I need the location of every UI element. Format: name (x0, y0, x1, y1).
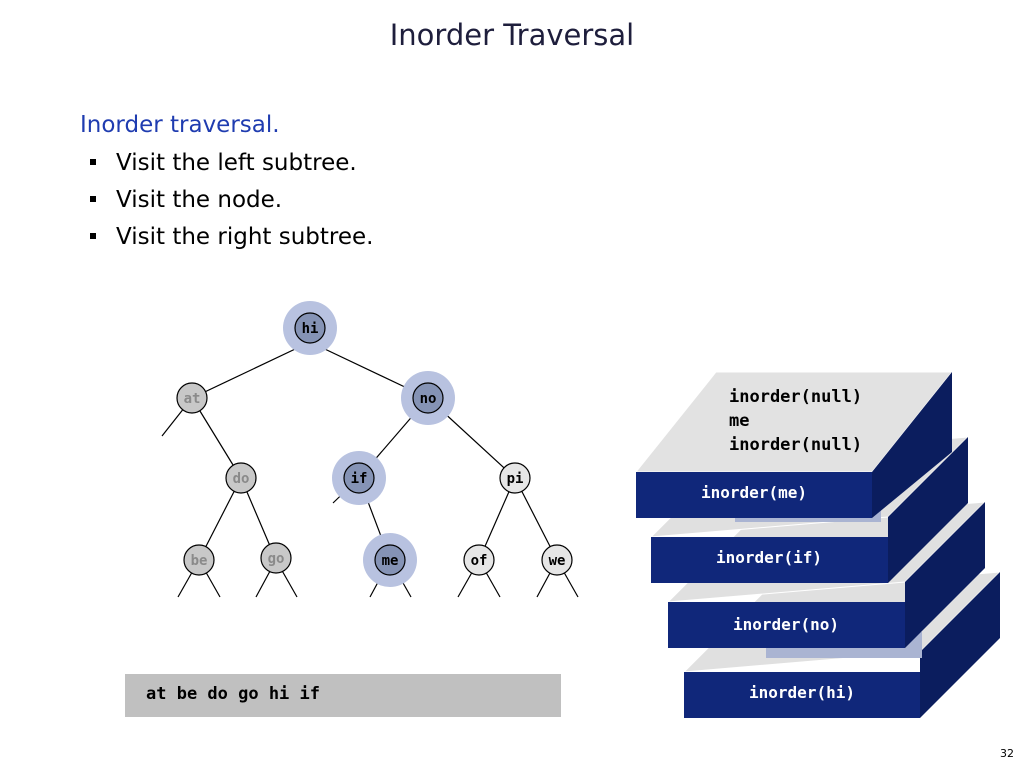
stack-frame-label: inorder(me) (701, 483, 807, 502)
node-circle (541, 544, 573, 576)
page-number: 32 (1000, 747, 1014, 760)
tree-node-at: at (176, 382, 208, 414)
node-label: me (382, 553, 399, 569)
node-label: go (268, 551, 285, 567)
node-circle (343, 462, 375, 494)
tree-nodes: hi at no do if pi be go me of we (176, 301, 573, 587)
node-circle (412, 382, 444, 414)
node-label: pi (507, 471, 524, 487)
output-box: at be do go hi if (125, 674, 561, 717)
node-circle (294, 312, 326, 344)
bullet-text: Visit the right subtree. (116, 224, 374, 250)
node-circle (463, 544, 495, 576)
node-circle (176, 382, 208, 414)
node-label: no (420, 391, 437, 407)
tree-node-we: we (541, 544, 573, 576)
tree-node-go: go (260, 542, 292, 574)
tree-node-no: no (401, 371, 455, 425)
node-label: of (471, 553, 488, 569)
output-sequence: at be do go hi if (146, 684, 320, 704)
node-label: do (233, 471, 250, 487)
node-label: at (184, 391, 201, 407)
node-label: we (549, 553, 566, 569)
stack-frame-label: inorder(no) (733, 615, 839, 634)
tree-node-be: be (183, 544, 215, 576)
stack-frame-me (634, 371, 954, 518)
node-label: if (351, 471, 368, 487)
bullet-list: Visit the left subtree. Visit the node. … (90, 147, 373, 258)
stack-frame-label: inorder(if) (716, 548, 822, 567)
edge-at-do (191, 397, 242, 479)
section-heading: Inorder traversal. (80, 112, 280, 138)
bullet-square-icon (90, 232, 96, 239)
bullet-square-icon (90, 195, 96, 202)
node-circle (183, 544, 215, 576)
tree-node-if: if (332, 451, 386, 505)
node-circle (260, 542, 292, 574)
bullet-item: Visit the left subtree. (90, 147, 373, 184)
node-circle (499, 462, 531, 494)
tree-node-hi: hi (283, 301, 337, 355)
top-card-line: me (729, 411, 749, 431)
tree-node-pi: pi (499, 462, 531, 494)
tree-node-me: me (363, 533, 417, 587)
bullet-item: Visit the node. (90, 184, 373, 221)
node-circle (374, 544, 406, 576)
edge-hi-at (191, 341, 311, 399)
node-label: be (191, 553, 208, 569)
node-circle (225, 462, 257, 494)
call-stack: inorder(null) me inorder(null) inorder(m… (634, 371, 1002, 718)
top-card-line: inorder(null) (729, 435, 862, 455)
bullet-item: Visit the right subtree. (90, 221, 373, 258)
top-card-line: inorder(null) (729, 387, 862, 407)
tree-node-of: of (463, 544, 495, 576)
node-label: hi (302, 321, 319, 337)
bullet-square-icon (90, 158, 96, 165)
bullet-text: Visit the left subtree. (116, 150, 357, 176)
tree-node-do: do (225, 462, 257, 494)
stack-frame-label: inorder(hi) (749, 683, 855, 702)
slide-title: Inorder Traversal (389, 18, 635, 52)
bullet-text: Visit the node. (116, 187, 283, 213)
